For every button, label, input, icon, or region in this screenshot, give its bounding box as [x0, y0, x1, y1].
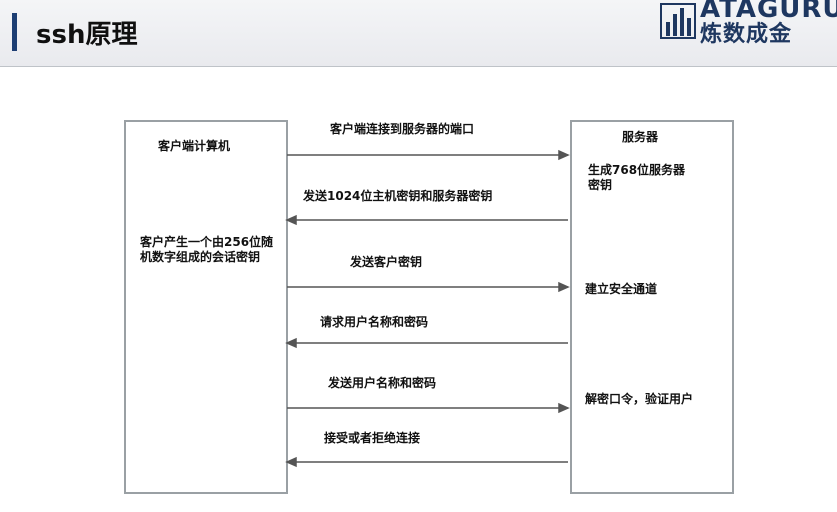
client-note: 客户产生一个由256位随机数字组成的会话密钥 — [140, 235, 274, 264]
client-box — [124, 120, 288, 494]
logo-top-text: ATAGURU — [700, 0, 837, 24]
logo: ATAGURU 炼数成金 — [660, 0, 837, 47]
message-label-3: 发送客户密钥 — [350, 255, 423, 269]
server-note-2: 建立安全通道 — [585, 282, 658, 296]
message-label-2: 发送1024位主机密钥和服务器密钥 — [303, 189, 493, 203]
message-label-6: 接受或者拒绝连接 — [324, 431, 421, 445]
server-title: 服务器 — [622, 130, 659, 144]
message-arrow-head-6 — [285, 456, 297, 468]
logo-bottom-text: 炼数成金 — [700, 22, 793, 47]
client-title: 客户端计算机 — [158, 139, 231, 153]
message-label-5: 发送用户名称和密码 — [328, 376, 437, 390]
message-arrow-head-3 — [558, 281, 570, 293]
header-bar: ssh原理 ATAGURU 炼数成金 — [0, 0, 837, 67]
logo-mark-icon — [660, 3, 696, 39]
title-accent-bar — [12, 13, 17, 51]
message-label-1: 客户端连接到服务器的端口 — [330, 122, 475, 136]
page-title: ssh原理 — [36, 20, 138, 50]
server-note-3: 解密口令，验证用户 — [585, 392, 694, 406]
server-box — [570, 120, 734, 494]
message-arrow-head-1 — [558, 149, 570, 161]
server-note-1: 生成768位服务器密钥 — [588, 163, 686, 192]
message-arrow-head-2 — [285, 214, 297, 226]
message-label-4: 请求用户名称和密码 — [320, 315, 429, 329]
message-arrow-head-4 — [285, 337, 297, 349]
message-arrow-head-5 — [558, 402, 570, 414]
